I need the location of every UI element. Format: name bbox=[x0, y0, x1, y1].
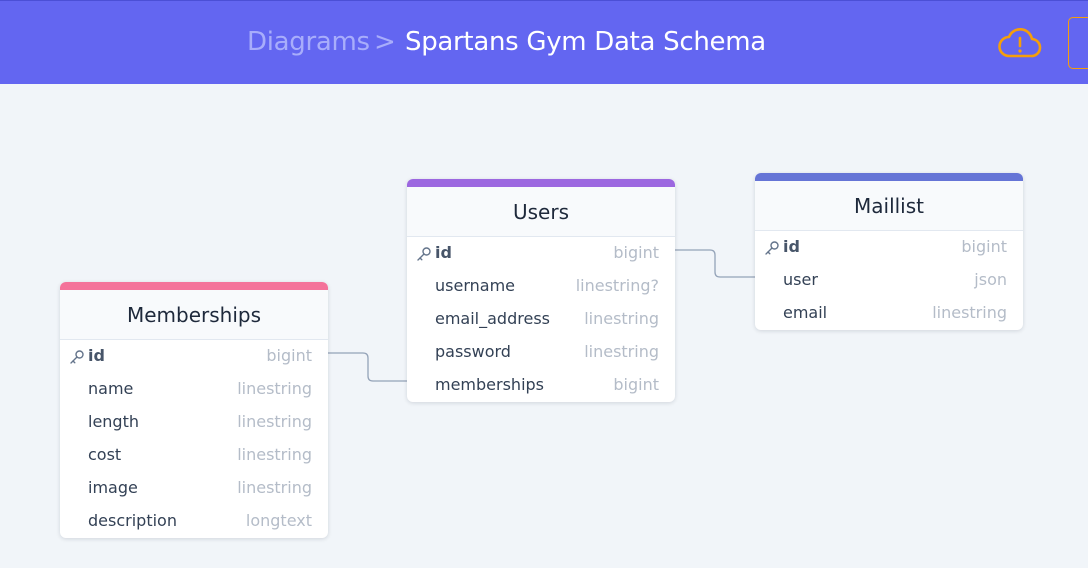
column-name: password bbox=[435, 342, 511, 361]
column-name: name bbox=[88, 379, 134, 398]
column-type: linestring bbox=[237, 445, 312, 464]
table-accent bbox=[755, 173, 1023, 181]
breadcrumb-separator: > bbox=[374, 27, 396, 57]
relation-line-memberships-users bbox=[328, 352, 407, 382]
key-icon bbox=[417, 247, 431, 261]
table-title: Maillist bbox=[755, 181, 1023, 231]
column-type: bigint bbox=[961, 237, 1007, 256]
column-type: linestring bbox=[237, 412, 312, 431]
column-type: linestring bbox=[932, 303, 1007, 322]
table-memberships[interactable]: Memberships id bigint name linestring le… bbox=[60, 282, 328, 538]
column-name: email_address bbox=[435, 309, 550, 328]
column-row-name[interactable]: name linestring bbox=[60, 373, 328, 406]
column-row-username[interactable]: username linestring? bbox=[407, 270, 675, 303]
column-name: email bbox=[783, 303, 828, 322]
column-name: id bbox=[435, 243, 452, 262]
column-name: cost bbox=[88, 445, 122, 464]
column-type: json bbox=[974, 270, 1007, 289]
column-name: id bbox=[783, 237, 800, 256]
column-row-image[interactable]: image linestring bbox=[60, 472, 328, 505]
column-type: bigint bbox=[266, 346, 312, 365]
page-title: Spartans Gym Data Schema bbox=[405, 27, 766, 57]
column-type: longtext bbox=[245, 511, 312, 530]
header-action-button[interactable] bbox=[1068, 17, 1088, 69]
column-row-id[interactable]: id bigint bbox=[407, 237, 675, 270]
relation-line-users-maillist bbox=[675, 249, 755, 278]
column-row-memberships[interactable]: memberships bigint bbox=[407, 369, 675, 402]
table-users[interactable]: Users id bigint username linestring? ema… bbox=[407, 179, 675, 402]
column-type: linestring? bbox=[575, 276, 659, 295]
column-type: linestring bbox=[237, 478, 312, 497]
column-name: username bbox=[435, 276, 515, 295]
column-name: description bbox=[88, 511, 177, 530]
table-maillist[interactable]: Maillist id bigint user json email lines… bbox=[755, 173, 1023, 330]
column-row-length[interactable]: length linestring bbox=[60, 406, 328, 439]
column-type: linestring bbox=[584, 342, 659, 361]
column-name: user bbox=[783, 270, 818, 289]
column-row-cost[interactable]: cost linestring bbox=[60, 439, 328, 472]
column-row-email-address[interactable]: email_address linestring bbox=[407, 303, 675, 336]
column-type: linestring bbox=[584, 309, 659, 328]
cloud-warning-icon[interactable] bbox=[998, 25, 1042, 61]
column-name: memberships bbox=[435, 375, 545, 394]
table-title: Users bbox=[407, 187, 675, 237]
key-icon bbox=[765, 241, 779, 255]
column-type: bigint bbox=[613, 375, 659, 394]
column-row-id[interactable]: id bigint bbox=[60, 340, 328, 373]
column-name: id bbox=[88, 346, 105, 365]
breadcrumb-diagrams-link[interactable]: Diagrams bbox=[247, 27, 370, 57]
column-type: linestring bbox=[237, 379, 312, 398]
top-header: Diagrams > Spartans Gym Data Schema bbox=[0, 0, 1088, 84]
table-accent bbox=[407, 179, 675, 187]
column-name: length bbox=[88, 412, 139, 431]
column-row-id[interactable]: id bigint bbox=[755, 231, 1023, 264]
key-icon bbox=[70, 350, 84, 364]
table-accent bbox=[60, 282, 328, 290]
table-title: Memberships bbox=[60, 290, 328, 340]
column-name: image bbox=[88, 478, 138, 497]
column-type: bigint bbox=[613, 243, 659, 262]
column-row-user[interactable]: user json bbox=[755, 264, 1023, 297]
column-row-password[interactable]: password linestring bbox=[407, 336, 675, 369]
column-row-description[interactable]: description longtext bbox=[60, 505, 328, 538]
column-row-email[interactable]: email linestring bbox=[755, 297, 1023, 330]
